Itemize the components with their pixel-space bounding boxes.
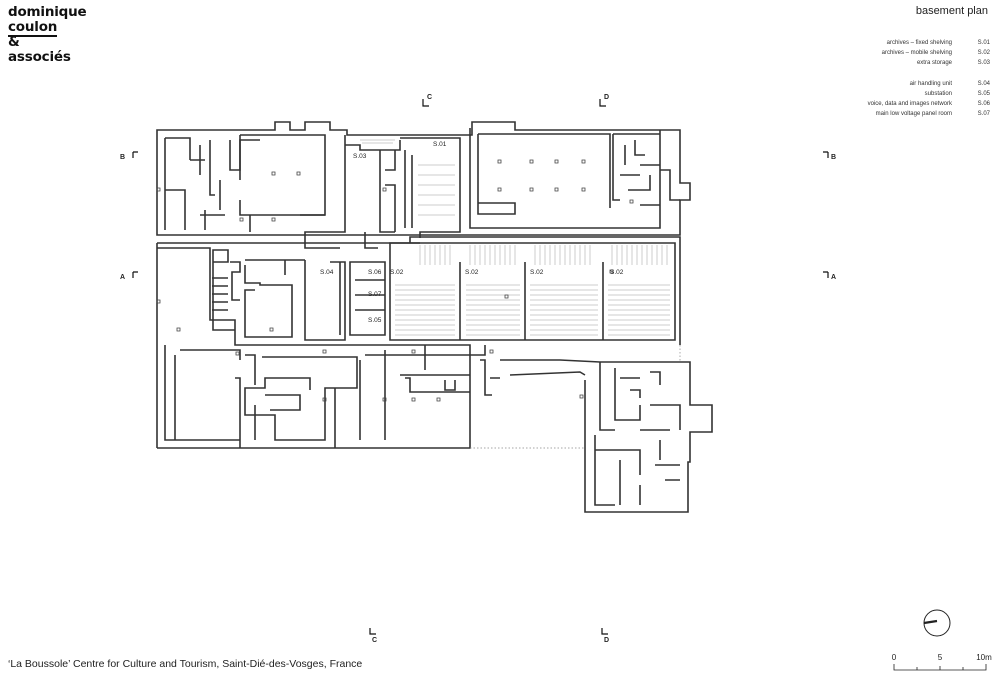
wall: [244, 259, 346, 341]
wall: [239, 134, 326, 216]
legend-label: voice, data and images network: [867, 100, 952, 107]
east-block-outline: [584, 361, 713, 513]
legend-code: S.05: [977, 90, 990, 97]
west-block-outline: [157, 247, 471, 449]
room-label-s02: S.02: [530, 269, 544, 276]
legend-code: S.04: [977, 80, 990, 87]
logo-line-4: associés: [8, 49, 71, 65]
structural-columns: [156, 159, 634, 402]
room-legend: archives – fixed shelving S.01 archives –…: [760, 38, 990, 119]
section-label-b-right: B: [831, 154, 836, 161]
scale-bar: [893, 664, 987, 671]
wall: [594, 362, 681, 506]
legend-row: main low voltage panel room S.07: [760, 109, 990, 119]
wall: [339, 261, 386, 336]
section-label-c-bottom: C: [372, 637, 377, 644]
scale-label-mid: 5: [938, 653, 943, 662]
legend-label: air handling unit: [909, 80, 952, 87]
room-label-s01: S.01: [433, 141, 447, 148]
legend-row: archives – mobile shelving S.02: [760, 48, 990, 58]
legend-code: S.01: [977, 40, 990, 46]
legend-row: extra storage S.03: [760, 58, 990, 68]
room-label-s06: S.06: [368, 269, 382, 276]
legend-label: extra storage: [916, 60, 952, 67]
legend-code: S.03: [977, 60, 990, 67]
wall: [400, 137, 461, 238]
firm-logo: dominique coulon & associés: [8, 5, 87, 65]
scale-label-zero: 0: [892, 653, 897, 662]
wall: [469, 128, 661, 229]
section-marker-c-top: [422, 99, 429, 107]
wall: [156, 236, 681, 448]
section-label-d-top: D: [604, 94, 609, 101]
legend-label: substation: [924, 90, 952, 97]
section-label-c-top: C: [427, 94, 432, 101]
room-label-s02: S.02: [390, 269, 404, 276]
section-marker-a-left: [132, 271, 138, 278]
drawing-title: basement plan: [915, 5, 988, 17]
wall: [304, 135, 401, 249]
section-marker-b-left: [132, 151, 138, 158]
legend-row: archives – fixed shelving S.01: [760, 38, 990, 48]
project-caption: ‘La Boussole’ Centre for Culture and Tou…: [8, 658, 363, 670]
legend-row: substation S.05: [760, 89, 990, 99]
legend-code: S.02: [977, 50, 990, 57]
wall: [164, 345, 358, 448]
logo-line-2: coulon: [8, 19, 58, 37]
section-label-a-left: A: [120, 274, 125, 281]
legend-code: S.07: [977, 111, 990, 118]
room-label-s02: S.02: [465, 269, 479, 276]
legend-label: archives – fixed shelving: [886, 40, 952, 46]
section-marker-a-right: [823, 271, 829, 278]
wall: [249, 214, 325, 232]
wall: [334, 350, 470, 448]
wall: [212, 277, 228, 311]
legend-row: air handling unit S.04: [760, 79, 990, 89]
wall: [612, 133, 680, 206]
logo-line-3: &: [8, 34, 20, 50]
section-marker-d-top: [599, 99, 606, 107]
wall: [389, 242, 676, 341]
section-label-b-left: B: [120, 154, 125, 161]
room-label-s03: S.03: [353, 153, 367, 160]
room-label-s04: S.04: [320, 269, 334, 276]
legend-code: S.06: [977, 100, 990, 107]
shelving-hatch: [360, 139, 670, 336]
wall: [212, 249, 241, 331]
section-label-a-right: A: [831, 274, 836, 281]
room-label-s02: S.02: [610, 269, 624, 276]
section-marker-b-right: [823, 151, 829, 158]
north-arrow-icon: [923, 609, 951, 637]
wall: [164, 137, 260, 230]
legend-label: main low voltage panel room: [875, 111, 952, 118]
north-block-outline: [156, 121, 691, 236]
legend-label: archives – mobile shelving: [881, 50, 952, 57]
wall: [424, 345, 601, 396]
section-marker-c-bottom: [369, 628, 376, 635]
room-label-s07: S.07: [368, 291, 382, 298]
section-label-d-bottom: D: [604, 637, 609, 644]
logo-line-1: dominique: [8, 4, 87, 20]
scale-label-end: 10m: [976, 653, 992, 662]
room-label-s05: S.05: [368, 317, 382, 324]
legend-row: voice, data and images network S.06: [760, 99, 990, 109]
section-marker-d-bottom: [601, 628, 608, 635]
